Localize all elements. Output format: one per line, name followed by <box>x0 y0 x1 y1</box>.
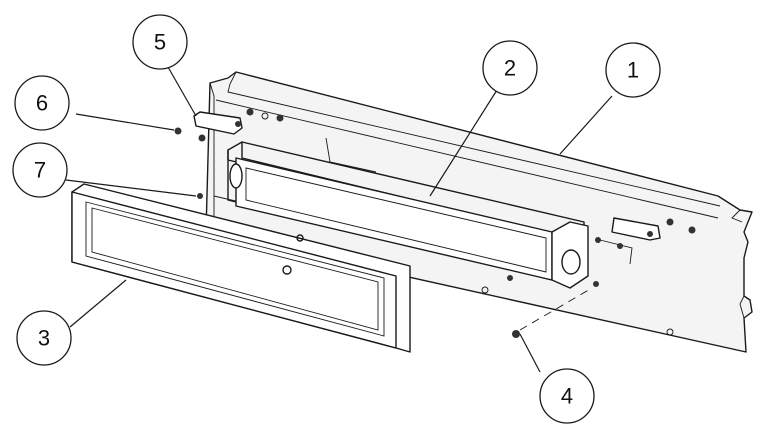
callout-3: 3 <box>16 310 72 366</box>
back-plate <box>205 71 753 353</box>
front-cover <box>71 183 411 353</box>
callout-6: 6 <box>14 75 70 131</box>
fasteners <box>174 127 623 338</box>
callout-5: 5 <box>132 14 188 70</box>
callout-6-label: 6 <box>36 91 48 116</box>
mounting-bracket-right <box>611 217 696 241</box>
callout-2-label: 2 <box>504 56 516 81</box>
leader-lines <box>65 66 613 373</box>
callout-2: 2 <box>482 40 538 96</box>
callout-7: 7 <box>12 142 68 198</box>
callout-4: 4 <box>539 368 595 424</box>
housing-box <box>227 141 589 289</box>
callout-1-label: 1 <box>627 58 639 83</box>
callout-5-label: 5 <box>154 30 166 55</box>
callout-7-label: 7 <box>34 158 46 183</box>
callout-1: 1 <box>605 42 661 98</box>
mounting-bracket-left <box>193 108 284 135</box>
callout-4-label: 4 <box>561 384 573 409</box>
callout-3-label: 3 <box>38 326 50 351</box>
